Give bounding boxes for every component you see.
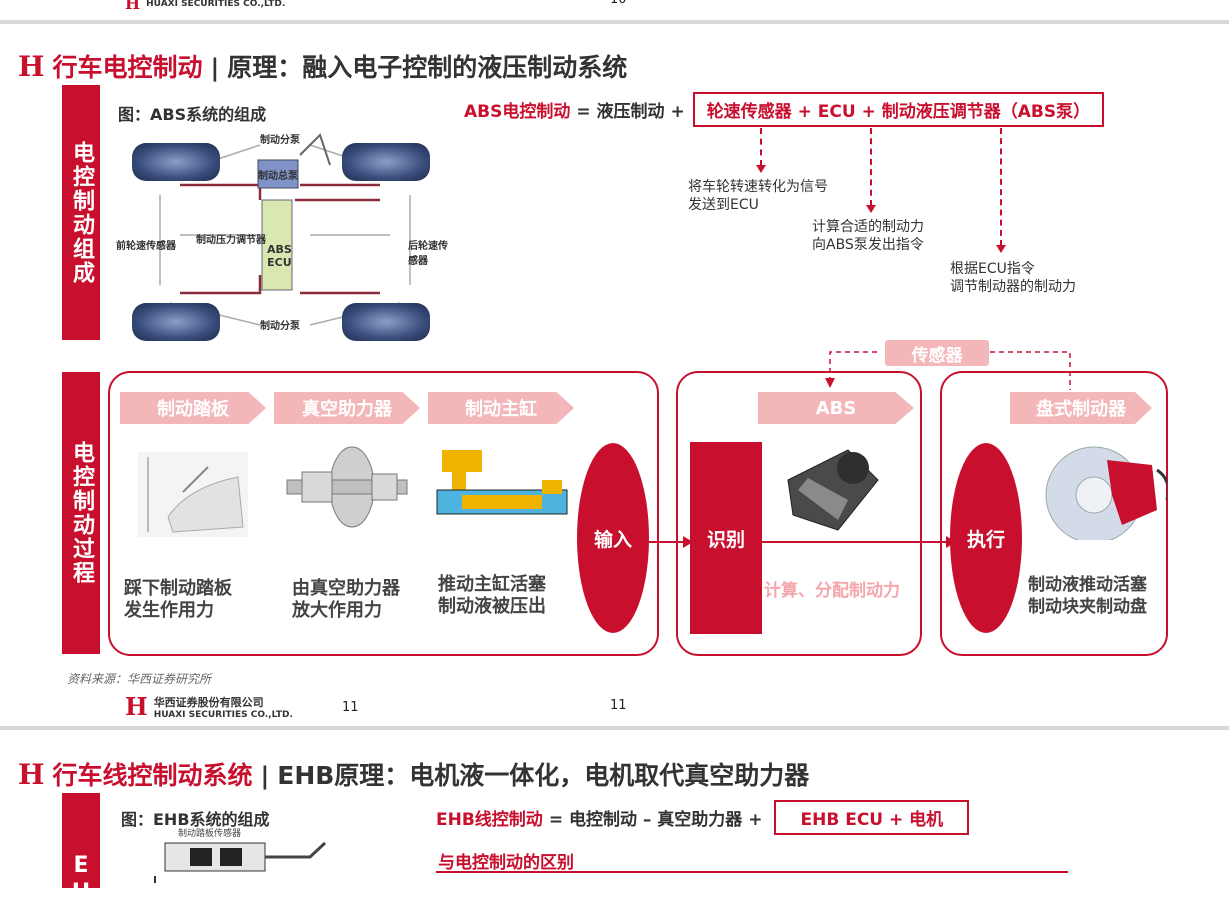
annotation-sensor: 将车轮转速转化为信号 发送到ECU	[688, 179, 828, 213]
separator-top	[0, 20, 1229, 24]
annotation-ecu: 计算合适的制动力 向ABS泵发出指令	[812, 219, 924, 253]
sensor-feedback-line	[825, 351, 1071, 390]
top-logo: H HUAXI SECURITIES CO.,LTD.	[125, 0, 285, 13]
sensor-label: 传感器	[885, 340, 989, 366]
page-number-b: 11	[610, 698, 627, 713]
separator-bottom	[0, 726, 1229, 730]
dash-arrow-1	[760, 128, 762, 166]
footer-logo-mark: H	[125, 692, 148, 721]
panel-input	[108, 371, 659, 656]
slide2-diff-title: 与电控制动的区别	[438, 853, 574, 873]
pedal-shape	[299, 133, 331, 166]
source-note: 资料来源：华西证券研究所	[67, 672, 212, 686]
slide2-title-sep: |	[260, 762, 270, 790]
chevron-vacuum-booster: 真空助力器	[274, 392, 420, 424]
label-fen-beng-bottom: 制动分泵	[260, 321, 300, 332]
slide2-logo-mark: H	[18, 758, 45, 791]
arrow-recognize-to-execute	[762, 536, 956, 548]
slide2-formula-left: EHB线控制动	[436, 810, 543, 830]
input-ellipse: 输入	[577, 443, 649, 633]
side-bar-composition: 电控制动组成	[62, 85, 100, 340]
label-pressure-reg: 制动压力调节器	[196, 235, 266, 246]
slide2-figure-caption: 图：EHB系统的组成	[121, 810, 270, 829]
panel-execute	[940, 371, 1168, 656]
footer-logo-cn: 华西证券股份有限公司	[153, 695, 264, 709]
final-text: 制动液推动活塞 制动块夹制动盘	[1028, 575, 1147, 617]
annotation-abs-pump: 根据ECU指令 调节制动器的制动力	[950, 261, 1076, 295]
page-number-a: 11	[342, 700, 359, 715]
dash-arrow-3	[1000, 128, 1002, 246]
footer-logo-text: 华西证券股份有限公司 HUAXI SECURITIES CO.,LTD.	[154, 694, 293, 720]
label-zong-beng: 制动总泵	[258, 171, 298, 182]
arrowhead-1	[756, 165, 766, 173]
formula-left: ABS电控制动	[464, 102, 571, 122]
slide2-title-red: 行车线控制动系统	[52, 761, 253, 790]
chevron-disc-brake: 盘式制动器	[1010, 392, 1152, 424]
slide2-formula: EHB线控制动 = 电控制动 – 真空助力器 + EHB ECU + 电机	[436, 800, 970, 835]
wheel-rear-right	[342, 303, 430, 341]
wheel-rear-left	[132, 303, 220, 341]
wheel-front-left	[132, 143, 220, 181]
chevron-pedal: 制动踏板	[120, 392, 266, 424]
ehb-illustration	[154, 841, 327, 883]
chevron-abs: ABS	[758, 392, 914, 424]
label-front-sensor: 前轮速传感器	[116, 241, 176, 252]
top-page-number: 10	[610, 0, 627, 7]
wheel-front-right	[342, 143, 430, 181]
calc-label: 计算、分配制动力	[764, 581, 900, 601]
arrow-input-to-recognize	[649, 536, 693, 548]
slide2-side-bar: EH	[62, 793, 100, 907]
title-sep: |	[210, 54, 220, 82]
disc-brake-illustration	[1045, 446, 1167, 540]
formula-box: 轮速传感器 + ECU + 制动液压调节器（ABS泵）	[692, 92, 1105, 127]
step-text-pedal: 踩下制动踏板 发生作用力	[124, 578, 232, 621]
slide2-formula-box: EHB ECU + 电机	[774, 800, 970, 835]
pedal-illustration	[138, 452, 248, 537]
formula-mid: = 液压制动 +	[576, 102, 685, 122]
vacuum-booster-illustration	[286, 446, 408, 528]
title-red: 行车电控制动	[52, 53, 203, 82]
slide2-diff-underline	[436, 871, 1068, 873]
step-text-master: 推动主缸活塞 制动液被压出	[438, 574, 546, 617]
footer-logo-en: HUAXI SECURITIES CO.,LTD.	[153, 709, 293, 720]
abs-pump-illustration	[787, 449, 879, 531]
label-rear-sensor: 后轮速传感器	[408, 241, 448, 267]
slide2-title-rest: EHB原理：电机液一体化，电机取代真空助力器	[277, 761, 810, 790]
title-rest: 原理：融入电子控制的液压制动系统	[227, 53, 628, 82]
label-abs-ecu: ABS ECU	[267, 243, 292, 269]
slide2-title: H 行车线控制动系统 | EHB原理：电机液一体化，电机取代真空助力器	[18, 756, 809, 792]
step-text-booster: 由真空助力器 放大作用力	[292, 578, 400, 621]
recognize-block: 识别	[690, 442, 762, 634]
logo-mark: H	[125, 0, 141, 13]
slide1-title: H 行车电控制动 | 原理：融入电子控制的液压制动系统	[18, 48, 627, 84]
top-logo-en: HUAXI SECURITIES CO.,LTD.	[146, 0, 286, 9]
panel-recognize	[676, 371, 922, 656]
master-cylinder-illustration	[436, 450, 568, 515]
side-bar-process: 电控制动过程	[62, 372, 100, 654]
title-logo-mark: H	[18, 50, 45, 83]
master-cylinder-shape	[257, 159, 299, 189]
footer-logo: H 华西证券股份有限公司 HUAXI SECURITIES CO.,LTD.	[125, 692, 293, 721]
arrowhead-2	[866, 205, 876, 213]
slide2-formula-mid: = 电控制动 – 真空助力器 +	[548, 810, 763, 830]
formula: ABS电控制动 = 液压制动 + 轮速传感器 + ECU + 制动液压调节器（A…	[464, 92, 1105, 127]
execute-ellipse: 执行	[950, 443, 1022, 633]
arrowhead-3	[996, 245, 1006, 253]
chevron-master-cylinder: 制动主缸	[428, 392, 574, 424]
slide2-fig-small-label: 制动踏板传感器	[178, 829, 242, 839]
abs-diagram: 制动分泵 制动总泵 前轮速传感器 制动压力调节器 ABS ECU 后轮速传感器 …	[116, 125, 450, 345]
ecu-block-shape	[261, 199, 293, 291]
figure-caption: 图：ABS系统的组成	[118, 105, 267, 124]
dash-arrow-2	[870, 128, 872, 206]
label-fen-beng-top: 制动分泵	[260, 135, 300, 146]
